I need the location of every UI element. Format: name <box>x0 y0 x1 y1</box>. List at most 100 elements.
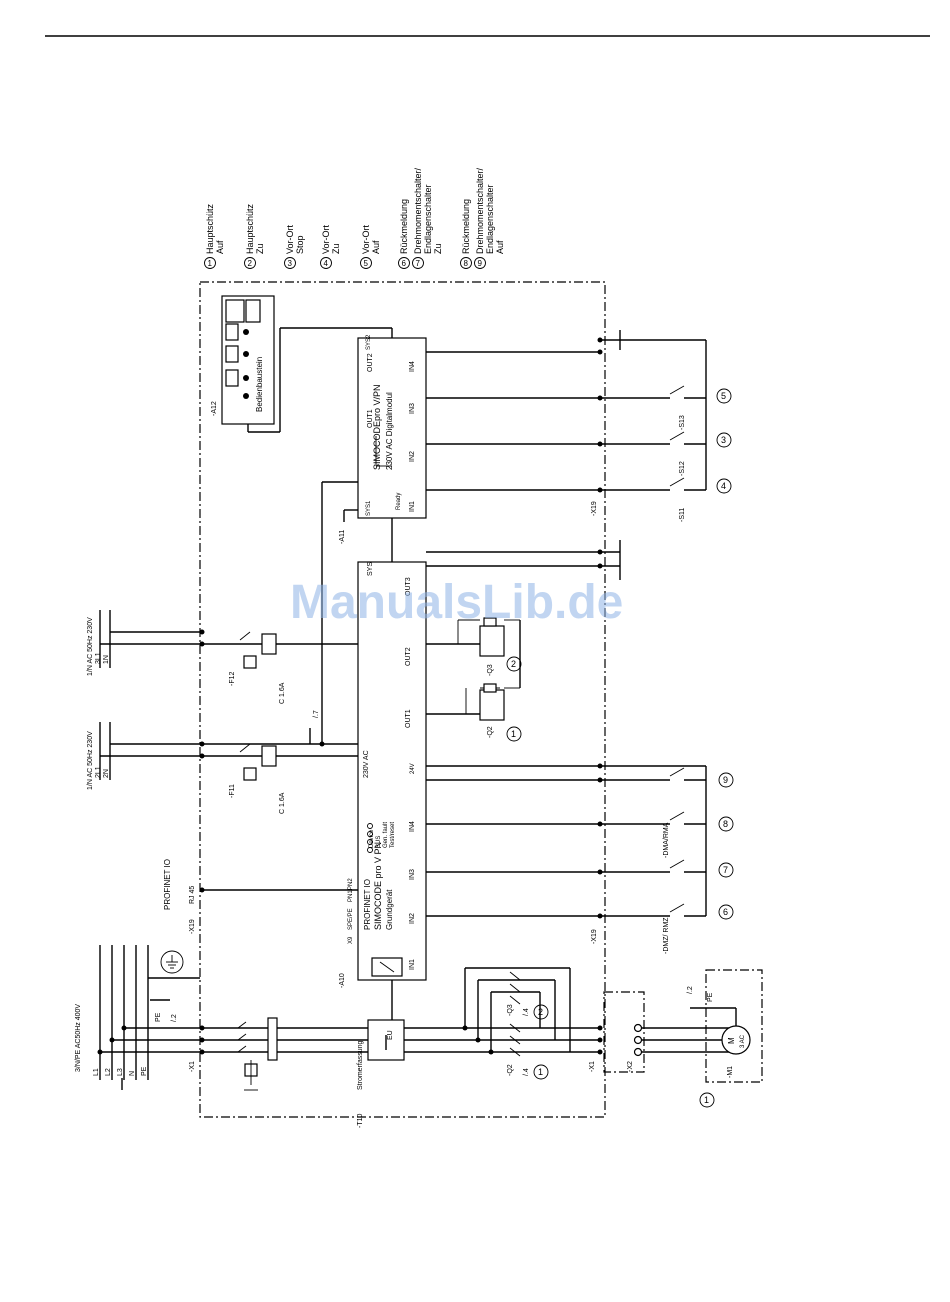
legend-text: Auf <box>371 240 381 254</box>
port-in2-basic: IN2 <box>409 913 416 924</box>
main-supply-rails <box>99 945 149 1090</box>
legend-number-circle <box>244 257 256 269</box>
main-supply-label: 3/N/PE AC50Hz 400V <box>75 1004 82 1072</box>
led-gen-fault: Gen. fault <box>383 822 389 848</box>
coil-circuits <box>425 600 521 721</box>
x2-box <box>603 991 645 1073</box>
svg-text:7: 7 <box>723 865 728 875</box>
s13-label: -S13 <box>679 415 686 430</box>
cabinet-enclosure <box>199 281 606 1118</box>
port-pn2: PN2 <box>348 878 354 890</box>
f12-rating: C 1.6A <box>279 682 286 704</box>
main-line-n: N <box>129 1071 136 1076</box>
port-in3-dm: IN3 <box>409 403 416 414</box>
port-pn1: PN1 <box>348 890 354 902</box>
legend-number: 8 <box>464 259 469 268</box>
basic-unit-line2: SIMOCODE pro V PN <box>373 842 383 930</box>
legend-text: Zu <box>433 243 443 254</box>
legend-number-circle <box>474 257 486 269</box>
x19-label-top: -X19 <box>591 501 598 516</box>
legend-text: Zu <box>255 243 265 254</box>
port-in2-dm: IN2 <box>409 451 416 462</box>
port-out2-dm: OUT2 <box>367 353 374 372</box>
legend-number: 1 <box>208 259 213 268</box>
status-leds <box>367 823 373 853</box>
legend-number: 3 <box>288 259 293 268</box>
aux1-label: 1/N AC 50Hz 230V <box>87 731 94 790</box>
x1-label: -X1 <box>189 1061 196 1072</box>
svg-text:EU: EU <box>387 1030 394 1040</box>
port-sys2: SYS2 <box>366 334 372 350</box>
motor-3ac: 3 AC <box>740 1034 746 1048</box>
aux-supply-2 <box>99 610 358 669</box>
svg-text:1: 1 <box>538 1067 543 1077</box>
ready-label: Ready <box>396 493 402 510</box>
legend-text: Hauptschütz <box>245 203 255 254</box>
operator-panel-label: Bedienbaustein <box>255 357 264 412</box>
port-spe-pe: SPE/PE <box>348 908 354 930</box>
current-measuring: EU <box>367 980 405 1061</box>
motor-box <box>705 969 763 1083</box>
aux1-l1: 2L1 <box>95 766 102 778</box>
rj45-label: RJ 45 <box>189 886 196 904</box>
legend-number-circle <box>320 257 332 269</box>
aux-supply-1 <box>99 482 358 781</box>
svg-text:2: 2 <box>511 659 516 669</box>
aux2-n: 1N <box>103 655 110 664</box>
limit-switches <box>600 765 707 917</box>
t10-label: Stromerfassung <box>357 1040 364 1090</box>
legend-text: Rückmeldung <box>399 199 409 254</box>
basic-unit-tag: -A10 <box>339 973 346 988</box>
legend-text: Auf <box>215 240 225 254</box>
digital-module-line1: SIMOCODEpro V/PN <box>372 384 382 470</box>
f11-tag: -F11 <box>229 784 236 798</box>
q3-label: -Q3 <box>507 1004 514 1016</box>
main-line-l1: L1 <box>93 1068 100 1076</box>
f11-rating: C 1.6A <box>279 792 286 814</box>
contactors <box>462 967 571 1057</box>
port-out2: OUT2 <box>405 647 412 666</box>
basic-unit-line3: Grundgerät <box>385 889 394 930</box>
port-in4-dm: IN4 <box>409 361 416 372</box>
ref-i7: /.7 <box>313 710 320 718</box>
legend-text: Endlagenschalter <box>485 184 495 254</box>
legend-text: Auf <box>495 240 505 254</box>
led-device: Device <box>369 829 375 848</box>
motor-pe: PE <box>707 992 714 1002</box>
earth-icon <box>148 950 200 979</box>
main-line-l3: L3 <box>117 1068 124 1076</box>
legend-text: Vor-Ort <box>321 224 331 254</box>
svg-text:1: 1 <box>511 729 516 739</box>
port-x9: X9 <box>348 936 354 944</box>
port-out3: OUT3 <box>405 577 412 596</box>
basic-unit-supply: 230V AC <box>363 750 370 778</box>
motor-icon <box>690 1007 751 1055</box>
legend-text: Hauptschütz <box>205 203 215 254</box>
legend-number-circle <box>204 257 216 269</box>
svg-text:9: 9 <box>723 775 728 785</box>
power-lines <box>100 1027 600 1053</box>
s12-label: -S12 <box>679 461 686 476</box>
port-out1: OUT1 <box>405 709 412 728</box>
x19-label-bottom: -X19 <box>591 929 598 944</box>
port-in1-dm: IN1 <box>409 501 416 512</box>
basic-input-wires <box>426 765 600 917</box>
legend-text: Endlagenschalter <box>423 184 433 254</box>
ref-i2-left: /.2 <box>171 1014 178 1022</box>
led-test-reset: Test/reset <box>390 822 396 848</box>
port-in3-basic: IN3 <box>409 869 416 880</box>
main-line-l2: L2 <box>105 1068 112 1076</box>
profinet-label: PROFINET IO <box>163 859 172 910</box>
f12-tag: -F12 <box>229 672 236 687</box>
legend-number: 9 <box>478 259 483 268</box>
ref-i4-q3: /.4 <box>523 1008 530 1016</box>
svg-text:5: 5 <box>721 391 726 401</box>
svg-text:4: 4 <box>721 481 726 491</box>
s11-label: -S11 <box>679 508 686 522</box>
watermark: ManualsLib.de <box>290 576 623 629</box>
legend-text: Drehmomentschalter/ <box>413 167 423 254</box>
port-out1-dm: OUT1 <box>367 409 374 428</box>
t10-tag: -T10 <box>357 1114 364 1129</box>
